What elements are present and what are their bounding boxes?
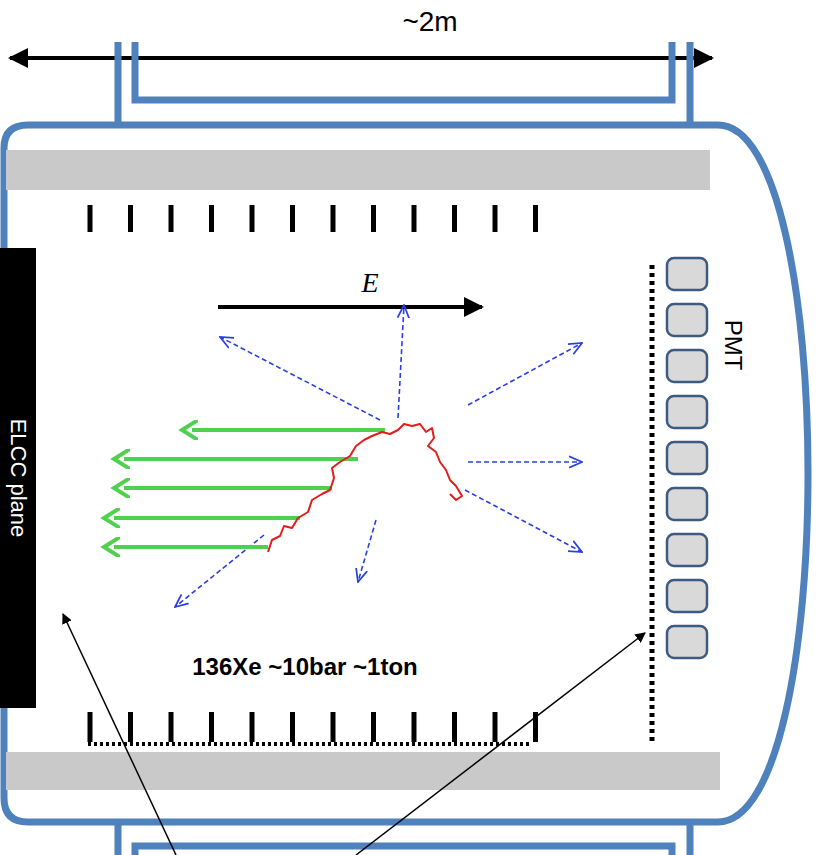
field-cage (88, 712, 539, 742)
electrode (209, 205, 214, 232)
electrode (290, 205, 295, 232)
drift-arrows (114, 430, 385, 547)
pmt-tube (667, 534, 707, 566)
electrode-plane: ELCC plane (0, 248, 36, 708)
pmt-tube (667, 626, 707, 658)
electrode (412, 712, 417, 742)
pmt-tube (667, 442, 707, 474)
drift-arrow (114, 545, 268, 549)
electrode (452, 205, 457, 232)
light-arrow (468, 461, 582, 463)
electrode (128, 205, 133, 232)
pmt-label: PMT (721, 320, 745, 371)
pmt-tube (667, 304, 707, 336)
drift-arrow (124, 486, 332, 490)
electrode (331, 712, 336, 742)
electrode (493, 712, 498, 742)
light-arrow (398, 305, 404, 418)
support-bar (6, 752, 720, 790)
plane-label: ELCC plane (7, 419, 29, 538)
bottom-port (118, 822, 690, 855)
electrode (533, 205, 538, 232)
electrode (290, 712, 295, 742)
electrode (452, 712, 457, 742)
electrode (169, 712, 174, 742)
field-arrow (218, 305, 482, 309)
electrode (88, 712, 93, 742)
drift-arrow (114, 516, 300, 520)
light-arrow (220, 337, 380, 420)
scintillation-arrows (175, 305, 582, 607)
light-arrow (358, 520, 376, 582)
leader-line (63, 614, 176, 855)
pmt-tube (667, 350, 707, 382)
electrode (250, 712, 255, 742)
electrode (493, 205, 498, 232)
top-port (118, 42, 690, 125)
pmt-tube (667, 258, 707, 290)
drift-arrow (192, 428, 385, 432)
electrode (169, 205, 174, 232)
light-arrow (468, 343, 582, 405)
pmt-tube (667, 396, 707, 428)
electron-track (268, 424, 462, 552)
field-cage (88, 205, 539, 232)
pressure-vessel (4, 125, 808, 822)
electrode (209, 712, 214, 742)
pmt-tube (667, 488, 707, 520)
electrode (371, 712, 376, 742)
electrode (88, 205, 93, 232)
drift-arrow (124, 457, 358, 461)
electrode (371, 205, 376, 232)
mesh-grid (650, 265, 655, 742)
support-bar (6, 150, 710, 190)
dotted-line (88, 742, 532, 746)
pmt-array (667, 258, 707, 658)
light-arrow (465, 490, 582, 552)
electrode (128, 712, 133, 742)
electrode (331, 205, 336, 232)
dimension-label: ~2m (402, 8, 457, 36)
pmt-tube (667, 580, 707, 612)
gas-label: 136Xe ~10bar ~1ton (192, 655, 417, 679)
field-label: E (361, 269, 378, 297)
electrode (250, 205, 255, 232)
electrode (412, 205, 417, 232)
